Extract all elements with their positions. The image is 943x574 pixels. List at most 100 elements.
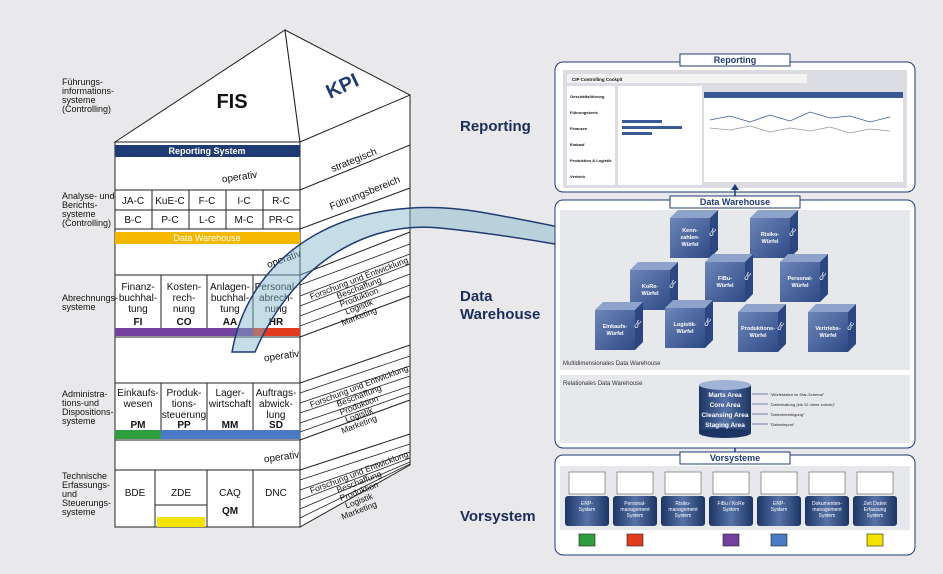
- cube-side: [848, 304, 856, 352]
- controlling-code: PR-C: [269, 215, 293, 226]
- admin-name: wirtschaft: [208, 399, 251, 410]
- label-abrechnung: Abrechnungs- systeme: [62, 294, 118, 312]
- operativ-label-1: operativ: [221, 170, 258, 186]
- zde-bar: [157, 517, 205, 527]
- pyramid-house: Reporting System Data Warehouse: [113, 29, 651, 528]
- title-data-warehouse: Data Warehouse: [460, 288, 540, 324]
- cube-label: Würfel: [716, 283, 734, 289]
- cube-front: [780, 262, 820, 302]
- cube-top: [705, 254, 753, 262]
- cube-label: KoRe-: [642, 284, 658, 290]
- system-box: [709, 496, 753, 526]
- controlling-code: I-C: [237, 196, 250, 207]
- title-line: Warehouse: [460, 306, 541, 323]
- admin-grid: [160, 383, 254, 432]
- dashboard-bar-1: [622, 120, 662, 123]
- label-line: Führungs-: [62, 77, 104, 87]
- system-box: [565, 496, 609, 526]
- cube-top: [808, 304, 856, 312]
- cube-top: [665, 300, 713, 308]
- controlling-code: B-C: [124, 215, 141, 226]
- abrechnung-name: nung: [173, 304, 195, 315]
- tech-sub-code: QM: [222, 506, 238, 517]
- label-line: Abrechnungs-: [62, 293, 119, 303]
- label-line: systeme: [62, 95, 96, 105]
- cube-label: Würfel: [819, 333, 837, 339]
- dashboard-nav: [567, 86, 615, 185]
- label-line: systeme: [62, 302, 96, 312]
- admin-labels: Einkaufs-wesenPMProduk-tions-steuerungPP…: [117, 388, 296, 431]
- label-line: Technische: [62, 471, 108, 481]
- system-name: System: [723, 507, 740, 513]
- cube-badge: C/C: [743, 271, 753, 282]
- admin-name: Einkaufs-: [117, 388, 159, 399]
- cube-label: Vertriebs-: [815, 326, 841, 332]
- cube-side: [635, 302, 643, 350]
- reporting-panel-title: Reporting: [714, 55, 757, 65]
- vorsysteme-panel-title: Vorsysteme: [710, 453, 760, 463]
- admin-name: tions-: [172, 399, 196, 410]
- tech-code: CAQ: [219, 488, 241, 499]
- pp-mm-sd-bar: [161, 430, 300, 439]
- dashboard-bar-3: [622, 132, 652, 135]
- system-box: [853, 496, 897, 526]
- system-logo-box: [616, 471, 654, 495]
- cube-label: Würfel: [761, 239, 779, 245]
- cube-badge: C/C: [703, 317, 713, 328]
- cube-label: Würfel: [606, 331, 624, 337]
- admin-code: PP: [177, 420, 191, 431]
- hr-bar: [253, 328, 300, 336]
- cube-front: [670, 218, 710, 258]
- cube-label: Würfel: [681, 242, 699, 248]
- reporting-panel: Reporting CIP Controlling Cockpit Geschä…: [554, 53, 916, 193]
- dashboard-chart-area: [704, 92, 903, 182]
- controlling-code: KuE-C: [155, 196, 184, 207]
- admin-name: wesen: [123, 399, 153, 410]
- cube-label: zahlen-: [681, 235, 700, 241]
- system-name: System: [675, 513, 692, 519]
- data-warehouse-bar-label: Data Warehouse: [173, 233, 240, 243]
- controlling-code: R-C: [272, 196, 290, 207]
- admin-name: lung: [267, 410, 286, 421]
- abrechnung-name: nung: [265, 304, 287, 315]
- cube-side: [705, 300, 713, 348]
- system-name: ERP-: [581, 501, 593, 507]
- pm-bar: [115, 430, 161, 439]
- system-name: System: [867, 513, 884, 519]
- label-line: systeme: [62, 507, 96, 517]
- controlling-code: M-C: [235, 215, 254, 226]
- system-color-swatch: [866, 533, 884, 547]
- side-separators: [299, 144, 411, 471]
- system-name: System: [579, 507, 596, 513]
- source-systems: ERP-SystemPersonal-managementSystemRisik…: [565, 471, 897, 547]
- label-line: Erfassungs-: [62, 480, 111, 490]
- admin-code: MM: [222, 420, 239, 431]
- operativ-label-2: operativ: [263, 349, 300, 365]
- admin-code: PM: [131, 420, 146, 431]
- cube-label: Kenn-: [682, 228, 698, 234]
- label-analyse: Analyse- und Berichts- systeme (Controll…: [62, 192, 115, 228]
- controlling-grid: [151, 190, 264, 229]
- db-area-note: "Datenimport": [770, 422, 795, 427]
- controlling-code: F-C: [199, 196, 216, 207]
- dw-panel: Data Warehouse Multidimensionales Data W…: [554, 195, 916, 449]
- system-name: Erfassung: [864, 507, 887, 513]
- abrechnung-code: FI: [134, 317, 143, 328]
- system-logo-box: [760, 471, 798, 495]
- side-wall: [299, 94, 411, 528]
- system-name: System: [771, 507, 788, 513]
- system-name: management: [812, 507, 842, 513]
- system-name: management: [668, 507, 698, 513]
- dashboard-title: CIP Controlling Cockpit: [572, 77, 623, 82]
- dashboard-nav-item: Vertrieb: [570, 174, 585, 179]
- abrechnung-name: tung: [128, 304, 147, 315]
- system-color-swatch: [626, 533, 644, 547]
- label-fuehrung: Führungs- informations- systeme (Control…: [62, 78, 114, 114]
